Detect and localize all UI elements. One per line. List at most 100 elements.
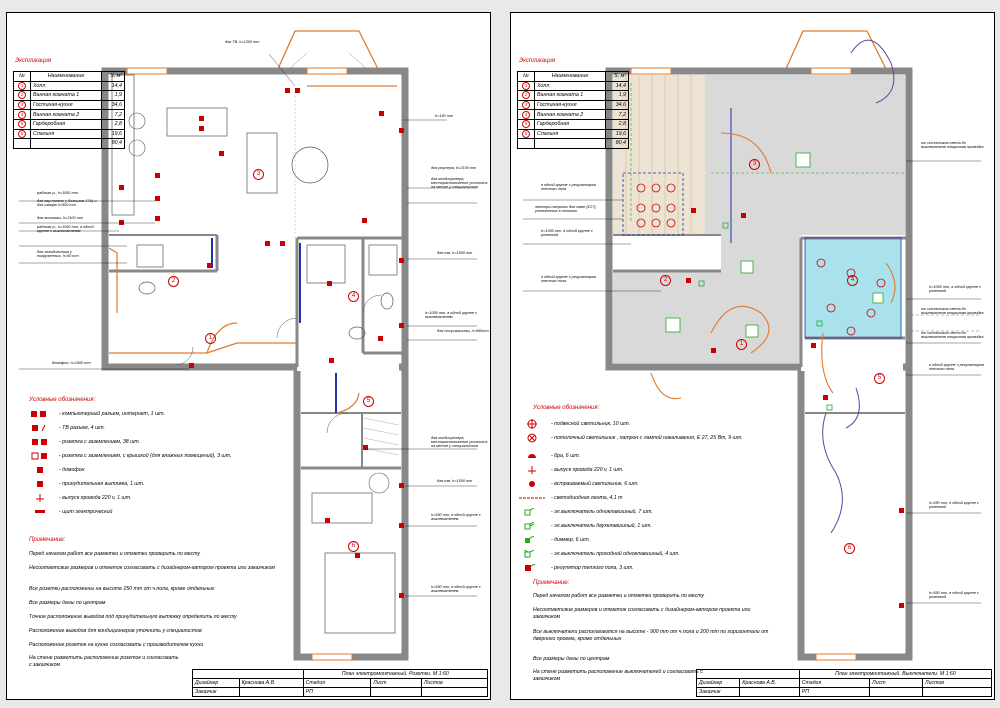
symbols-title: Условные обозначения:: [533, 405, 600, 411]
legend-item: - встраиваемый светильник, 6 шт.: [517, 479, 639, 489]
note: Все розетки расположены на высоте 250 mm…: [29, 586, 215, 592]
room-label-3: 3: [253, 169, 264, 180]
legend-item: - домофон: [25, 465, 85, 475]
callout: h=1050 mm, в одной группе с розеткой: [929, 285, 981, 293]
sheet-sockets: 3 2 1 4 5 6 Экспликация № Наименование S…: [6, 12, 491, 700]
notes-title: Примечание:: [533, 580, 570, 586]
legend-item: - бра, 6 шт.: [517, 451, 580, 461]
legend-item: - светодиодная лента, 4,1 m: [517, 493, 622, 503]
callout: для стир.машины, h=950mm: [437, 329, 489, 333]
table-row-total: 80,4: [13, 138, 125, 149]
room-label-1: 1: [736, 339, 747, 350]
electric-panel-icon: [25, 509, 55, 515]
note: Точное расположение выводов под принудит…: [29, 614, 237, 620]
callout: h=550 mm, в одной группе с выключателем: [431, 513, 481, 521]
callout: h=1050 mm, в одной группе с выключателем: [425, 311, 477, 319]
wire-outlet-icon: [517, 466, 547, 474]
legend-item: - эл.выключатель проходной одноклавишный…: [517, 549, 680, 559]
note: Все размеры даны по центрам: [533, 656, 610, 662]
double-switch-icon: [517, 522, 547, 530]
note: Несоответсвие размеров и отметок согласо…: [29, 565, 275, 571]
callout: электро-патроны для ламп (E27), утопленн…: [535, 205, 597, 213]
callout: h=550 mm, в одной группе с выключателем: [431, 585, 481, 593]
floor-plan-switches: [523, 30, 981, 661]
legend-item: - компьютерный разъем, интернет, 1 шт.: [25, 409, 165, 419]
note: Расположение выводов для кондиционеров у…: [29, 628, 202, 634]
callout: для вар.панели у большом 17А) и для шкаф…: [37, 199, 97, 207]
room-label-1: 1: [205, 333, 216, 344]
symbols-title: Условные обозначения:: [29, 397, 96, 403]
legend-item: - регулятор теплого пола, 3 шт.: [517, 563, 634, 573]
title-block: План электромонтажный. Выключатели. М 1:…: [695, 669, 993, 697]
pass-switch-icon: [517, 550, 547, 558]
sconce-icon: [517, 452, 547, 460]
notes-title: Примечание:: [29, 537, 66, 543]
exhaust-icon: [25, 480, 55, 488]
callout: от источников света до выключателя откры…: [921, 331, 984, 339]
callout: для вытяжки, h=2100 mm: [37, 216, 84, 220]
intercom-icon: [25, 466, 55, 474]
pendant-light-icon: [517, 419, 547, 429]
callout: для тм, h=1500 mm: [437, 251, 473, 255]
col-name: Наименование: [30, 71, 102, 82]
col-num: №: [13, 71, 31, 82]
room-label-6: 6: [844, 543, 855, 554]
col-area: S, м²: [101, 71, 125, 82]
explication-title: Экспликация: [519, 58, 556, 64]
note: Несоответсвие размеров и отметок согласо…: [533, 607, 751, 620]
callout: для роутера, h=2100 mm: [431, 166, 477, 170]
col-num: №: [517, 71, 535, 82]
col-name: Наименование: [534, 71, 606, 82]
legend-item: - розетка с заземлением, с крышкой (для …: [25, 451, 231, 461]
sheet-switches: 3 2 1 4 5 6 Экспликация № Наименование S…: [510, 12, 995, 700]
legend-item: - выпуск провода 220 v, 1 шт.: [517, 465, 623, 475]
note: Расположение розеток на кухне согласоват…: [29, 642, 204, 648]
note: На стене разметить расположение розеток …: [29, 655, 179, 668]
callout: для холодильника у погруженных, h=50 mm: [37, 250, 79, 258]
floor-heating-regulator-icon: [517, 564, 547, 572]
ceiling-light-icon: [517, 433, 547, 443]
room-label-5: 5: [363, 396, 374, 407]
room-label-4: 4: [348, 291, 359, 302]
legend-item: - выпуск провода 220 v, 1 шт.: [25, 493, 131, 503]
legend-item: - эл.выключатель двухклавишный, 1 шт.: [517, 521, 652, 531]
callout: в одной группе с регулятором теплого пол…: [929, 363, 984, 371]
room-label-2: 2: [660, 275, 671, 286]
legend-item: - ТВ разъем, 4 шт.: [25, 423, 105, 433]
dimmer-icon: [517, 536, 547, 544]
drawing-title: План электромонтажный. Розетки. М 1:60: [302, 669, 489, 679]
callout: для ТВ, h=1300 mm: [225, 40, 260, 44]
computer-socket-icon: [25, 410, 55, 418]
legend-item: - диммер, 6 шт.: [517, 535, 590, 545]
callout: от источников света до выключателя откры…: [921, 141, 984, 149]
legend-item: - принудительная вытяжка, 1 шт.: [25, 479, 144, 489]
callout: h=1050 mm, в одной группе с розеткой: [541, 229, 593, 237]
callout: h=550 mm, в одной группе с розеткой: [929, 591, 979, 599]
col-area: S, м²: [605, 71, 629, 82]
note: Все выключатели располагаются на высоте …: [533, 629, 769, 642]
note: Все размеры даны по центрам: [29, 600, 106, 606]
callout: рабочая р., h=1050 mm, в одной группе с …: [37, 225, 94, 233]
led-strip-icon: [517, 496, 547, 500]
socket-icon: [25, 438, 55, 446]
callout: для тм, h=1500 mm: [437, 479, 473, 483]
room-label-3: 3: [749, 159, 760, 170]
callout: h=550 mm, в одной группе с розеткой: [929, 501, 979, 509]
single-switch-icon: [517, 508, 547, 516]
wet-socket-icon: [25, 452, 55, 460]
explication-title: Экспликация: [15, 58, 52, 64]
callout: для кондиционера, месторасположение уточ…: [431, 436, 488, 448]
legend-item: - розетка с заземлением, 38 шт.: [25, 437, 140, 447]
recessed-light-icon: [517, 479, 547, 489]
legend-item: - щит электрический: [25, 507, 112, 517]
title-block: План электромонтажный. Розетки. М 1:60 Д…: [192, 669, 489, 697]
